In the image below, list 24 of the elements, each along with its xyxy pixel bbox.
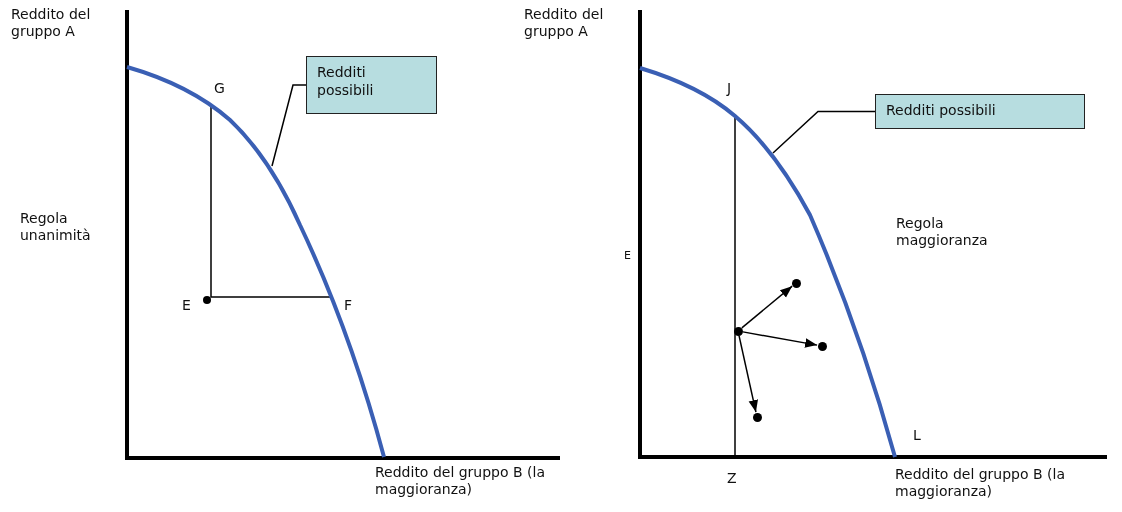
- leader-line: [772, 110, 876, 154]
- point-dot: [752, 412, 762, 422]
- axis-label: Reddito del gruppo B (la maggioranza): [895, 466, 1066, 500]
- axis-label: Reddito del gruppo A: [524, 6, 605, 40]
- region-label: Regola unanimità: [20, 210, 92, 244]
- point-label: F: [344, 297, 354, 314]
- axis-label: Reddito del gruppo A: [11, 6, 92, 40]
- point-label: L: [913, 427, 922, 444]
- callout-box: Redditi possibili: [875, 94, 1085, 129]
- point-label: E: [182, 297, 192, 314]
- leader-line: [271, 84, 307, 167]
- arrow: [742, 331, 818, 348]
- arrow: [738, 335, 758, 413]
- point-dot: [817, 341, 827, 351]
- axis-label: Reddito del gruppo B (la maggioranza): [375, 464, 546, 498]
- point-dot: [733, 326, 743, 336]
- callout-box: Redditi possibili: [306, 56, 437, 114]
- region-label: Regola maggioranza: [896, 215, 989, 249]
- point-label: Z: [727, 470, 738, 487]
- arrow: [741, 285, 793, 329]
- point-label: E: [624, 248, 632, 264]
- point-dot: [791, 278, 801, 288]
- point-label: J: [727, 80, 733, 97]
- point-label: G: [214, 80, 226, 97]
